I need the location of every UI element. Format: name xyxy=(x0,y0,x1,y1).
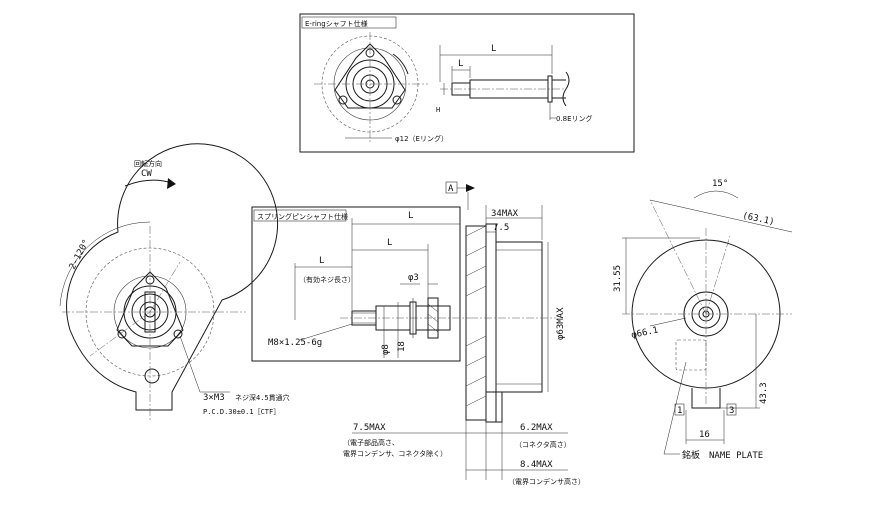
right-end-view: 15° (63.1) 31.55 φ66.1 43.3 16 1 3 銘板 NA… xyxy=(613,179,793,461)
spring-d18: 18 xyxy=(397,341,407,352)
inset-spring-title-box xyxy=(253,209,347,222)
e-ring-dim-H: H xyxy=(436,106,440,114)
spring-dim-L-outer: L xyxy=(408,211,413,221)
right-dim-43-3: 43.3 xyxy=(759,382,769,404)
spring-thread-note: （有効ネジ長さ） xyxy=(299,275,355,284)
spring-thread-spec: M8×1.25-6g xyxy=(268,338,322,348)
center-dim-7-5max: 7.5MAX xyxy=(353,423,386,433)
mount-plate-hatch xyxy=(465,225,487,407)
left-angle-label: 2-120° xyxy=(68,238,92,271)
name-plate-outline xyxy=(675,339,707,371)
pin1-label: 1 xyxy=(677,406,682,416)
right-dim-63-1: (63.1) xyxy=(741,211,775,228)
left-end-view: 回転方向 CW 2-120° 3×M3 ネジ深4.5貫通穴 P.C.D.30±0… xyxy=(59,143,290,420)
center-dim-7-5max-note2: 電界コンデンサ、コネクタ除く） xyxy=(343,449,447,458)
left-screw-spec: 3×M3 xyxy=(203,393,225,403)
rotation-arrow xyxy=(124,179,173,187)
e-ring-phi12: φ12（Eリング） xyxy=(395,134,448,143)
right-connector-tab xyxy=(691,388,721,409)
right-dim-phi66-1: φ66.1 xyxy=(631,326,660,341)
right-dim-31-55: 31.55 xyxy=(613,265,623,292)
motor-body xyxy=(495,241,543,393)
datum-box xyxy=(445,181,458,194)
center-dim-7-5max-note1: （電子部品高さ、 xyxy=(343,438,399,447)
spring-dim-L-thread: L xyxy=(319,256,324,266)
center-dim-6-2max: 6.2MAX xyxy=(520,423,553,433)
right-angle-15: 15° xyxy=(712,179,728,189)
inset-e-ring-title-box xyxy=(301,16,397,29)
center-dim-phi63: φ63MAX xyxy=(556,307,566,340)
e-ring-label: 0.8Eリング xyxy=(556,114,593,123)
spring-dim-L-mid: L xyxy=(387,238,392,248)
inset-e-ring-title: E-ringシャフト仕様 xyxy=(305,19,368,28)
datum-label: A xyxy=(448,184,454,194)
center-dim-7-5: 7.5 xyxy=(493,223,509,233)
center-dim-6-2max-note: （コネクタ高さ） xyxy=(515,440,571,449)
e-ring-shaft-view: L L H 0.8Eリング φ12（Eリング） xyxy=(345,44,593,143)
inset-spring-pin: スプリングピンシャフト仕様 L L L （有効ネジ長さ） φ3 M8×1.25-… xyxy=(251,206,470,362)
center-dim-34max: 34MAX xyxy=(491,209,519,219)
left-housing-outline xyxy=(66,143,279,411)
inset-spring-frame xyxy=(251,206,461,362)
e-ring-dim-L-inner: L xyxy=(458,59,463,69)
right-dim-16: 16 xyxy=(699,430,710,440)
mount-plate xyxy=(465,225,487,421)
spring-phi3: φ3 xyxy=(408,273,419,283)
pin3-box xyxy=(726,403,737,416)
pin1-box xyxy=(674,403,685,416)
rotation-label: 回転方向 xyxy=(134,159,162,168)
inset-spring-title: スプリングピンシャフト仕様 xyxy=(257,212,348,221)
rotation-direction: CW xyxy=(141,169,152,179)
inset-e-ring-frame xyxy=(299,13,635,153)
left-screw-note: ネジ深4.5貫通穴 xyxy=(235,393,290,402)
inset-e-ring: E-ringシャフト仕様 xyxy=(299,13,635,153)
center-side-view: A 34MAX 7.5 φ63MAX 7 xyxy=(343,181,585,486)
center-dim-8-4max: 8.4MAX xyxy=(520,460,553,470)
e-ring-dim-L-outer: L xyxy=(491,44,496,54)
left-angle-arc xyxy=(59,221,151,307)
rotation-arrow-head xyxy=(167,178,176,189)
center-dim-8-4max-note: （電界コンデンサ高さ） xyxy=(508,477,585,486)
name-plate-label: 銘板 NAME PLATE xyxy=(682,449,763,461)
pin3-label: 3 xyxy=(729,406,734,416)
spring-pin-cross xyxy=(427,297,439,339)
spring-phi8: φ8 xyxy=(381,344,391,355)
e-ring-end-view xyxy=(314,32,428,142)
left-pcd: P.C.D.30±0.1［CTF］ xyxy=(203,408,280,416)
connector xyxy=(486,391,503,423)
